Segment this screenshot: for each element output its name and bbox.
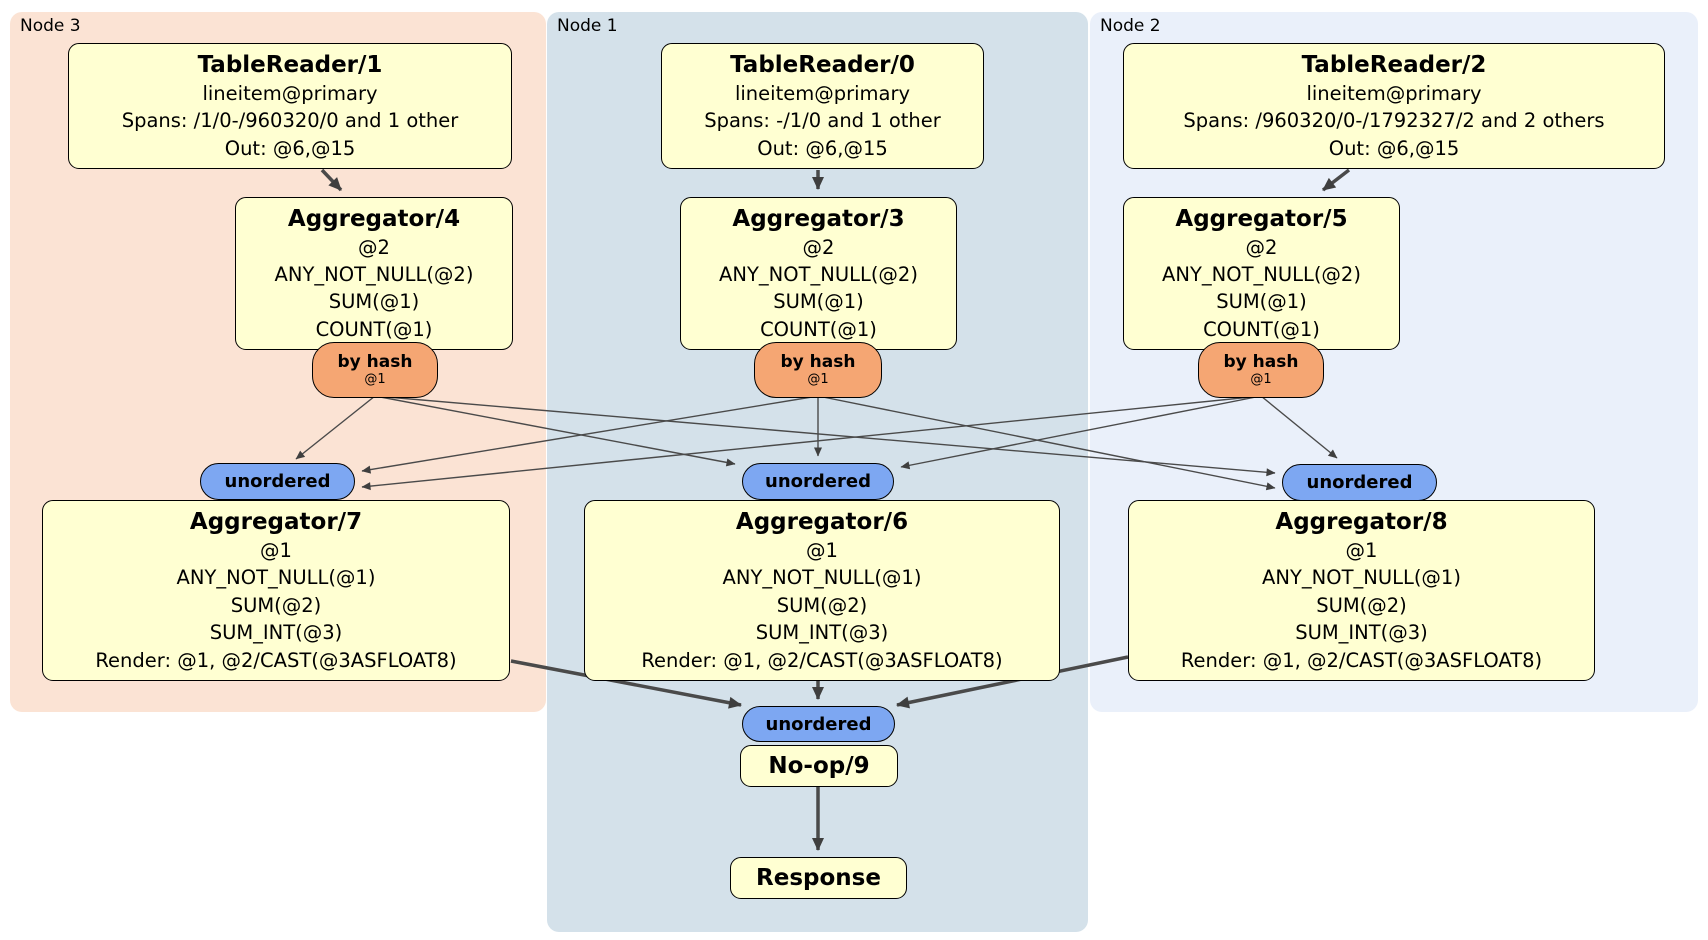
node-line: SUM_INT(@3) (1295, 621, 1428, 645)
panel-label-node3: Node 3 (20, 16, 81, 36)
stream-unordered-mid: unordered (742, 463, 894, 500)
node-line: SUM(@2) (776, 593, 868, 617)
node-line: @2 (1245, 235, 1278, 259)
router-key: @1 (1250, 371, 1272, 387)
node-line: Render: @1, @2/CAST(@3ASFLOAT8) (95, 648, 457, 672)
router-label: by hash (1223, 352, 1299, 373)
panel-label-node2: Node 2 (1100, 16, 1161, 36)
node-line: ANY_NOT_NULL(@1) (722, 566, 922, 590)
router-key: @1 (807, 371, 829, 387)
node-tablereader-1: TableReader/1 lineitem@primary Spans: /1… (68, 43, 512, 169)
node-line: @1 (806, 538, 838, 562)
node-line: Render: @1, @2/CAST(@3ASFLOAT8) (1180, 648, 1543, 672)
node-title: No-op/9 (768, 752, 870, 779)
node-line: @2 (358, 235, 390, 259)
router-by-hash-left: by hash @1 (312, 342, 438, 398)
node-title: TableReader/1 (197, 51, 383, 78)
node-line: SUM_INT(@3) (755, 621, 889, 645)
router-key: @1 (364, 371, 386, 387)
node-line: Out: @6,@15 (1328, 136, 1460, 160)
node-title: Aggregator/5 (1175, 205, 1348, 232)
node-line: Out: @6,@15 (757, 136, 888, 160)
node-line: COUNT(@1) (760, 317, 877, 341)
node-line: Spans: /960320/0-/1792327/2 and 2 others (1183, 109, 1605, 133)
node-line: ANY_NOT_NULL(@2) (1162, 263, 1361, 287)
router-label: by hash (337, 352, 413, 373)
node-aggregator-3: Aggregator/3 @2 ANY_NOT_NULL(@2) SUM(@1)… (680, 197, 957, 350)
node-tablereader-0: TableReader/0 lineitem@primary Spans: -/… (661, 43, 984, 169)
node-title: Response (756, 864, 881, 891)
node-line: SUM(@2) (230, 593, 322, 617)
node-title: TableReader/0 (730, 51, 915, 78)
stream-unordered-bottom: unordered (742, 706, 895, 742)
node-line: ANY_NOT_NULL(@1) (1262, 566, 1461, 590)
node-noop-9: No-op/9 (740, 745, 898, 787)
node-line: ANY_NOT_NULL(@1) (176, 566, 376, 590)
panel-label-node1: Node 1 (557, 16, 618, 36)
node-title: Aggregator/3 (732, 205, 905, 232)
node-line: SUM(@1) (328, 290, 420, 314)
node-line: ANY_NOT_NULL(@2) (274, 263, 474, 287)
node-line: Spans: /1/0-/960320/0 and 1 other (121, 109, 459, 133)
node-aggregator-5: Aggregator/5 @2 ANY_NOT_NULL(@2) SUM(@1)… (1123, 197, 1400, 350)
router-by-hash-right: by hash @1 (1198, 342, 1324, 398)
node-line: COUNT(@1) (1203, 317, 1320, 341)
node-aggregator-7: Aggregator/7 @1 ANY_NOT_NULL(@1) SUM(@2)… (42, 500, 510, 681)
node-line: lineitem@primary (1306, 81, 1482, 105)
router-by-hash-mid: by hash @1 (754, 342, 882, 398)
node-title: Aggregator/8 (1275, 508, 1448, 535)
node-title: Aggregator/6 (735, 508, 909, 535)
node-aggregator-8: Aggregator/8 @1 ANY_NOT_NULL(@1) SUM(@2)… (1128, 500, 1595, 681)
node-tablereader-2: TableReader/2 lineitem@primary Spans: /9… (1123, 43, 1665, 169)
node-response: Response (730, 857, 907, 899)
node-line: SUM(@2) (1316, 593, 1407, 617)
node-aggregator-6: Aggregator/6 @1 ANY_NOT_NULL(@1) SUM(@2)… (584, 500, 1060, 681)
node-line: SUM_INT(@3) (209, 621, 343, 645)
node-line: COUNT(@1) (315, 317, 433, 341)
node-line: @1 (260, 538, 292, 562)
node-line: lineitem@primary (734, 81, 911, 105)
node-title: Aggregator/4 (287, 205, 461, 232)
node-line: lineitem@primary (202, 81, 378, 105)
node-title: TableReader/2 (1301, 51, 1487, 78)
node-line: Spans: -/1/0 and 1 other (704, 109, 941, 133)
node-aggregator-4: Aggregator/4 @2 ANY_NOT_NULL(@2) SUM(@1)… (235, 197, 513, 350)
node-line: Out: @6,@15 (224, 136, 356, 160)
node-line: SUM(@1) (773, 290, 864, 314)
node-title: Aggregator/7 (189, 508, 363, 535)
node-line: SUM(@1) (1216, 290, 1307, 314)
node-line: Render: @1, @2/CAST(@3ASFLOAT8) (641, 648, 1003, 672)
node-line: @1 (1345, 538, 1378, 562)
router-label: by hash (780, 352, 856, 373)
stream-unordered-right: unordered (1282, 464, 1437, 501)
node-line: ANY_NOT_NULL(@2) (719, 263, 918, 287)
stream-unordered-left: unordered (200, 463, 355, 500)
node-line: @2 (802, 235, 835, 259)
